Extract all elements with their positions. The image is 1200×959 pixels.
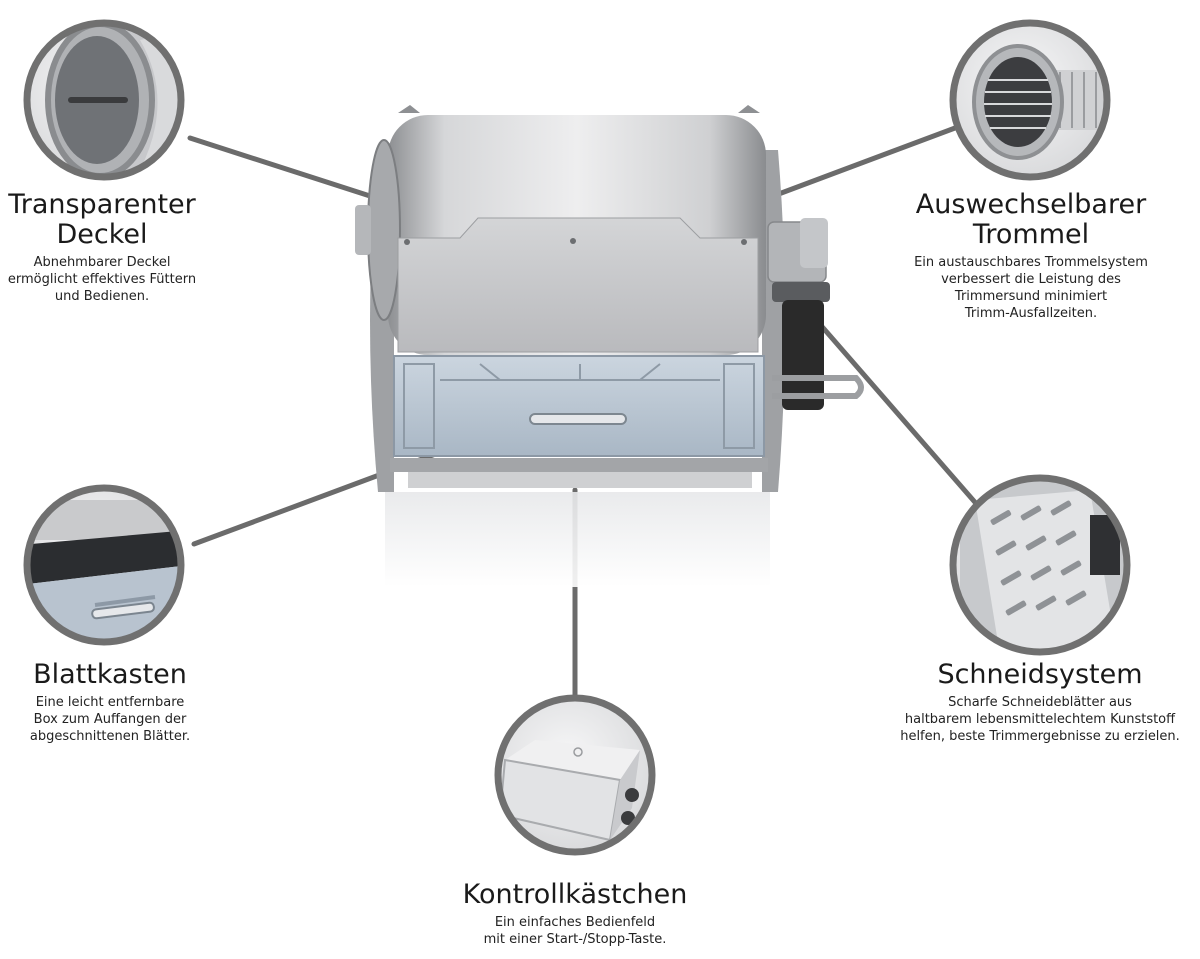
badge-blades <box>949 474 1131 656</box>
callout-desc-line: Abnehmbarer Deckel <box>33 255 171 270</box>
motor-bracket <box>772 375 864 399</box>
trimmer-machine <box>355 105 864 587</box>
callout-title-line: Kontrollkästchen <box>462 879 688 910</box>
callout-desc-line: Trimmersund minimiert <box>954 289 1108 304</box>
callout-desc-line: Ein austauschbares Trommelsystem <box>914 255 1148 270</box>
callout-title-line: Deckel <box>56 219 148 250</box>
drum-detail-icon <box>972 44 1107 160</box>
callout-desc-line: helfen, beste Trimmergebnisse zu erziele… <box>900 729 1180 744</box>
callout-drum: Auswechselbarer Trommel Ein austauschbar… <box>900 190 1162 322</box>
floor-reflection <box>385 492 770 587</box>
callout-desc-line: Scharfe Schneideblätter aus <box>948 695 1132 710</box>
leaf-tray-detail-icon <box>27 500 181 642</box>
blade-detail-icon <box>960 480 1127 652</box>
badge-tray <box>23 484 185 646</box>
motor <box>772 282 830 302</box>
callout-desc-line: und Bedienen. <box>54 289 150 304</box>
callout-desc-line: verbessert die Leistung des <box>941 272 1121 287</box>
callout-desc-line: mit einer Start-/Stopp-Taste. <box>483 932 667 947</box>
callout-desc-line: Trimm-Ausfallzeiten. <box>964 306 1098 321</box>
badge-drum <box>949 19 1111 181</box>
lid-ring <box>367 139 401 321</box>
callout-title-line: Blattkasten <box>33 659 187 690</box>
callout-desc-line: abgeschnittenen Blätter. <box>29 729 191 744</box>
callout-desc-line: ermöglicht effektives Füttern <box>7 272 197 287</box>
callout-blades: Schneidsystem Scharfe Schneideblätter au… <box>880 660 1200 745</box>
tray-handle <box>529 413 627 425</box>
lid-detail-icon <box>45 23 181 177</box>
connector-drum <box>765 125 958 201</box>
callout-desc-line: haltbarem lebensmittelechtem Kunststoff <box>904 712 1176 727</box>
callout-title-line: Trommel <box>972 219 1090 250</box>
callout-title-line: Schneidsystem <box>937 659 1143 690</box>
callout-control: Kontrollkästchen Ein einfaches Bedienfel… <box>425 880 725 948</box>
front-panel <box>397 217 759 353</box>
callout-desc-line: Ein einfaches Bedienfeld <box>494 915 656 930</box>
badge-control <box>494 694 656 856</box>
control-box-detail-icon <box>498 740 640 842</box>
badge-lid <box>23 19 185 181</box>
callout-tray: Blattkasten Eine leicht entfernbare Box … <box>0 660 220 745</box>
callout-title-line: Transparenter <box>8 189 196 220</box>
connector-lid <box>187 135 373 199</box>
callout-title-line: Auswechselbarer <box>915 189 1147 220</box>
callout-desc-line: Eine leicht entfernbare <box>35 695 185 710</box>
callout-desc-line: Box zum Auffangen der <box>33 712 187 727</box>
machine-base <box>390 458 768 472</box>
callout-lid: Transparenter Deckel Abnehmbarer Deckel … <box>0 190 204 305</box>
